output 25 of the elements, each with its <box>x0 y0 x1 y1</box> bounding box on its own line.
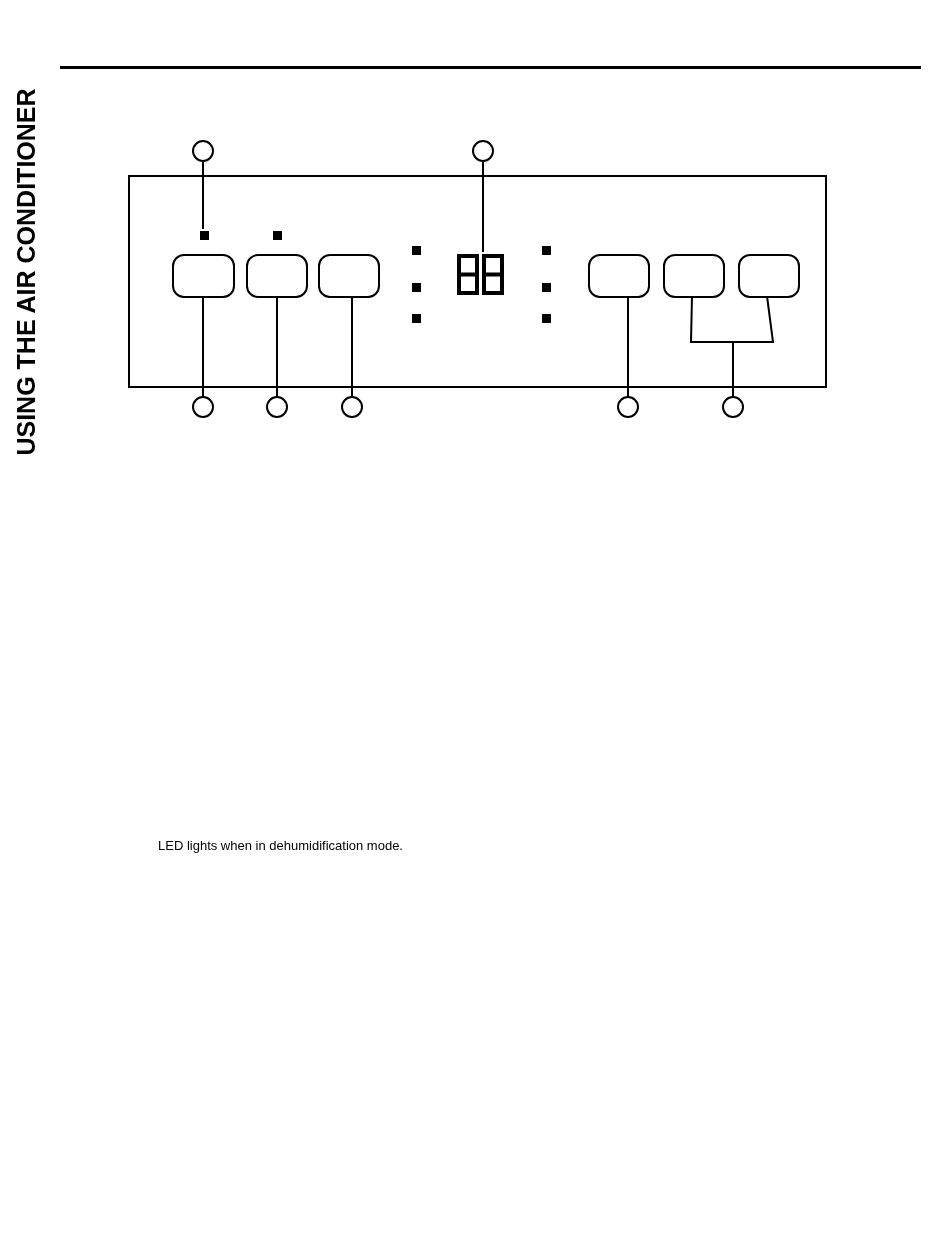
digit-display <box>457 254 505 295</box>
indicator-light <box>200 231 209 240</box>
leader-line <box>202 161 204 230</box>
panel-button <box>172 254 235 298</box>
panel-button <box>738 254 800 298</box>
indicator-light <box>273 231 282 240</box>
control-panel <box>128 175 827 388</box>
leader-line <box>276 295 278 397</box>
leader-line <box>627 295 629 397</box>
panel-button <box>246 254 308 298</box>
indicator-light <box>542 283 551 292</box>
panel-button <box>588 254 650 298</box>
leader-line <box>732 295 775 397</box>
leader-line <box>351 295 353 397</box>
section-title: USING THE AIR CONDITIONER <box>13 88 39 456</box>
indicator-light <box>542 314 551 323</box>
panel-button <box>663 254 725 298</box>
indicator-light <box>412 314 421 323</box>
indicator-light <box>412 283 421 292</box>
panel-button <box>318 254 380 298</box>
leader-line <box>482 161 484 253</box>
note-text: LED lights when in dehumidification mode. <box>158 837 403 855</box>
indicator-light <box>542 246 551 255</box>
indicator-light <box>412 246 421 255</box>
leader-line <box>202 295 204 397</box>
